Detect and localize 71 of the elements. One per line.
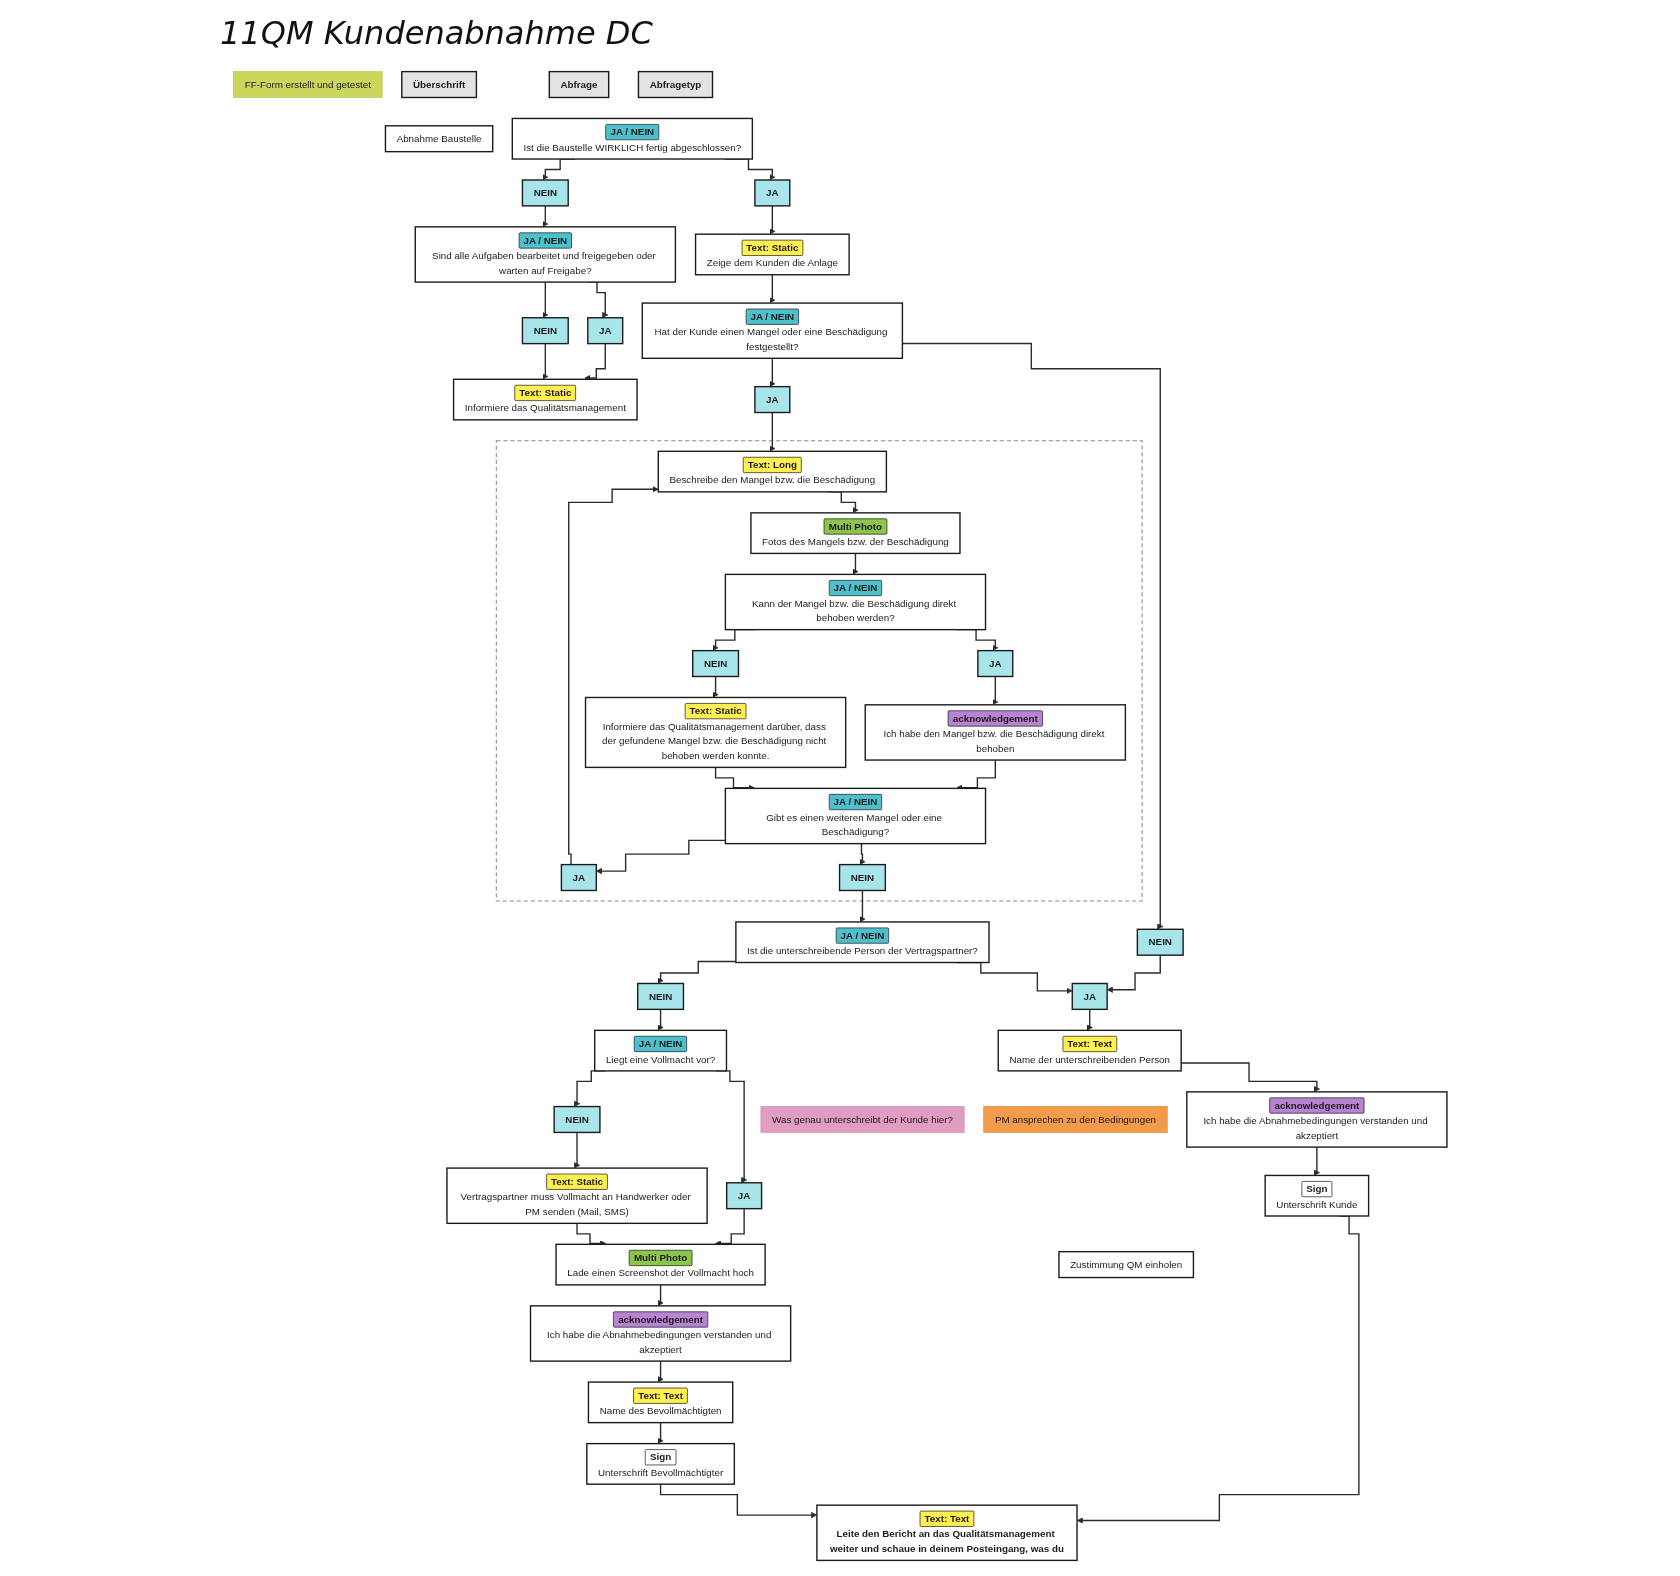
arrow: [769, 274, 776, 304]
node-box: JA / NEIN Liegt eine Vollmacht vor?: [593, 1029, 727, 1072]
arrow: [769, 357, 776, 387]
node-box: Abnahme Baustelle: [384, 125, 494, 153]
node-box: Text: Text Name der unterschreibenden Person: [997, 1029, 1182, 1072]
arrow: [1313, 1146, 1320, 1176]
arrow: [859, 889, 866, 923]
node-box: NEIN: [521, 317, 569, 345]
node-box: Multi Photo Lade einen Screenshot der Vollmacht hoch: [555, 1243, 766, 1286]
cluster: [495, 440, 1143, 902]
node-box: JA / NEIN Ist die Baustelle WIRKLICH fertig abgeschlossen?: [511, 117, 753, 160]
node-box: JA / NEIN Kann der Mangel bzw. die Beschädigung direkt behoben werden?: [724, 573, 986, 631]
arrow: [991, 675, 999, 706]
arrow: [541, 281, 549, 319]
node-box: JA: [560, 863, 597, 892]
node-box: Sign Unterschrift Kunde: [1264, 1174, 1370, 1217]
arrow: [657, 1008, 664, 1031]
arrow: [657, 1421, 664, 1444]
node-box: JA: [753, 385, 791, 414]
diagram-title: 11QM Kundenabnahme DC: [220, 14, 653, 52]
node-box: NEIN: [1136, 928, 1184, 956]
node-box: Sign Unterschrift Bevollmächtigter: [585, 1442, 735, 1485]
node-box: Zustimmung QM einholen: [1057, 1250, 1194, 1279]
node-box: Text: Text Leite den Bericht an das Qualitätsmanagement weiter und schaue in deinem Posteingang, was du: [815, 1504, 1078, 1562]
arrow: [852, 552, 859, 575]
arrow: [567, 486, 659, 866]
node-box: Überschrift: [400, 70, 477, 99]
node-box: Text: Static Informiere das Qualitätsmanagement: [452, 378, 638, 421]
arrow: [657, 960, 737, 984]
node-box: Text: Long Beschreibe den Mangel bzw. die Beschädigung: [657, 450, 887, 493]
arrow: [1106, 954, 1161, 993]
arrow: [541, 342, 549, 380]
node-box: JA: [753, 179, 791, 207]
node-box: Multi Photo Fotos des Mangels bzw. der Beschädigung: [749, 512, 961, 555]
node-box: Abfragetyp: [637, 70, 713, 99]
node-box: JA / NEIN Sind alle Aufgaben bearbeitet und freigegeben oder warten auf Freigabe?: [414, 226, 676, 283]
arrow: [657, 1360, 664, 1383]
node-box: Abfrage: [548, 70, 610, 99]
node-box: acknowledgement Ich habe die Abnahmebedingungen verstanden und akzeptiert: [1185, 1091, 1448, 1148]
node-box: NEIN: [553, 1105, 601, 1134]
node-box: JA / NEIN Hat der Kunde einen Mangel oder eine Beschädigung festgestellt?: [641, 302, 903, 359]
arrow: [541, 205, 549, 228]
arrow: [1076, 1215, 1360, 1524]
node-box: FF-Form erstellt und getestet: [232, 71, 383, 98]
node-box: PM ansprechen zu den Bedingungen: [983, 1106, 1168, 1133]
node-box: JA / NEIN Gibt es einen weiteren Mangel oder eine Beschädigung?: [724, 787, 986, 845]
node-box: NEIN: [521, 179, 569, 207]
node-box: Text: Static Zeige dem Kunden die Anlage: [694, 233, 850, 276]
arrow: [712, 675, 719, 698]
node-box: JA: [1071, 982, 1108, 1011]
node-box: Was genau unterschreibt der Kunde hier?: [760, 1106, 965, 1133]
arrow: [1086, 1008, 1093, 1031]
node-box: JA: [725, 1182, 762, 1210]
node-box: acknowledgement Ich habe den Mangel bzw. die Beschädigung direkt behoben: [864, 704, 1126, 761]
arrow: [573, 1131, 580, 1169]
arrow: [657, 1284, 664, 1307]
node-box: Text: Text Name des Bevollmächtigten: [587, 1381, 734, 1424]
node-box: Text: Static Informiere das Qualitätsmanagement darüber, dass der gefundene Mangel bzw. die Beschädigung nicht behoben werden konnte.: [584, 696, 847, 769]
arrow: [769, 205, 776, 235]
node-box: NEIN: [691, 649, 739, 678]
arrow: [769, 411, 776, 452]
node-box: NEIN: [636, 982, 684, 1011]
arrow: [1180, 1062, 1320, 1093]
node-box: JA / NEIN Ist die unterschreibende Person der Vertragspartner?: [734, 921, 990, 964]
node-box: JA: [976, 649, 1014, 678]
node-box: JA: [586, 317, 624, 345]
arrow: [659, 1483, 817, 1519]
node-box: Text: Static Vertragspartner muss Vollmacht an Handwerker oder PM senden (Mail, SMS): [446, 1167, 708, 1225]
node-box: acknowledgement Ich habe die Abnahmebedingungen verstanden und akzeptiert: [529, 1305, 792, 1362]
arrow: [859, 842, 866, 865]
node-box: NEIN: [838, 863, 886, 892]
